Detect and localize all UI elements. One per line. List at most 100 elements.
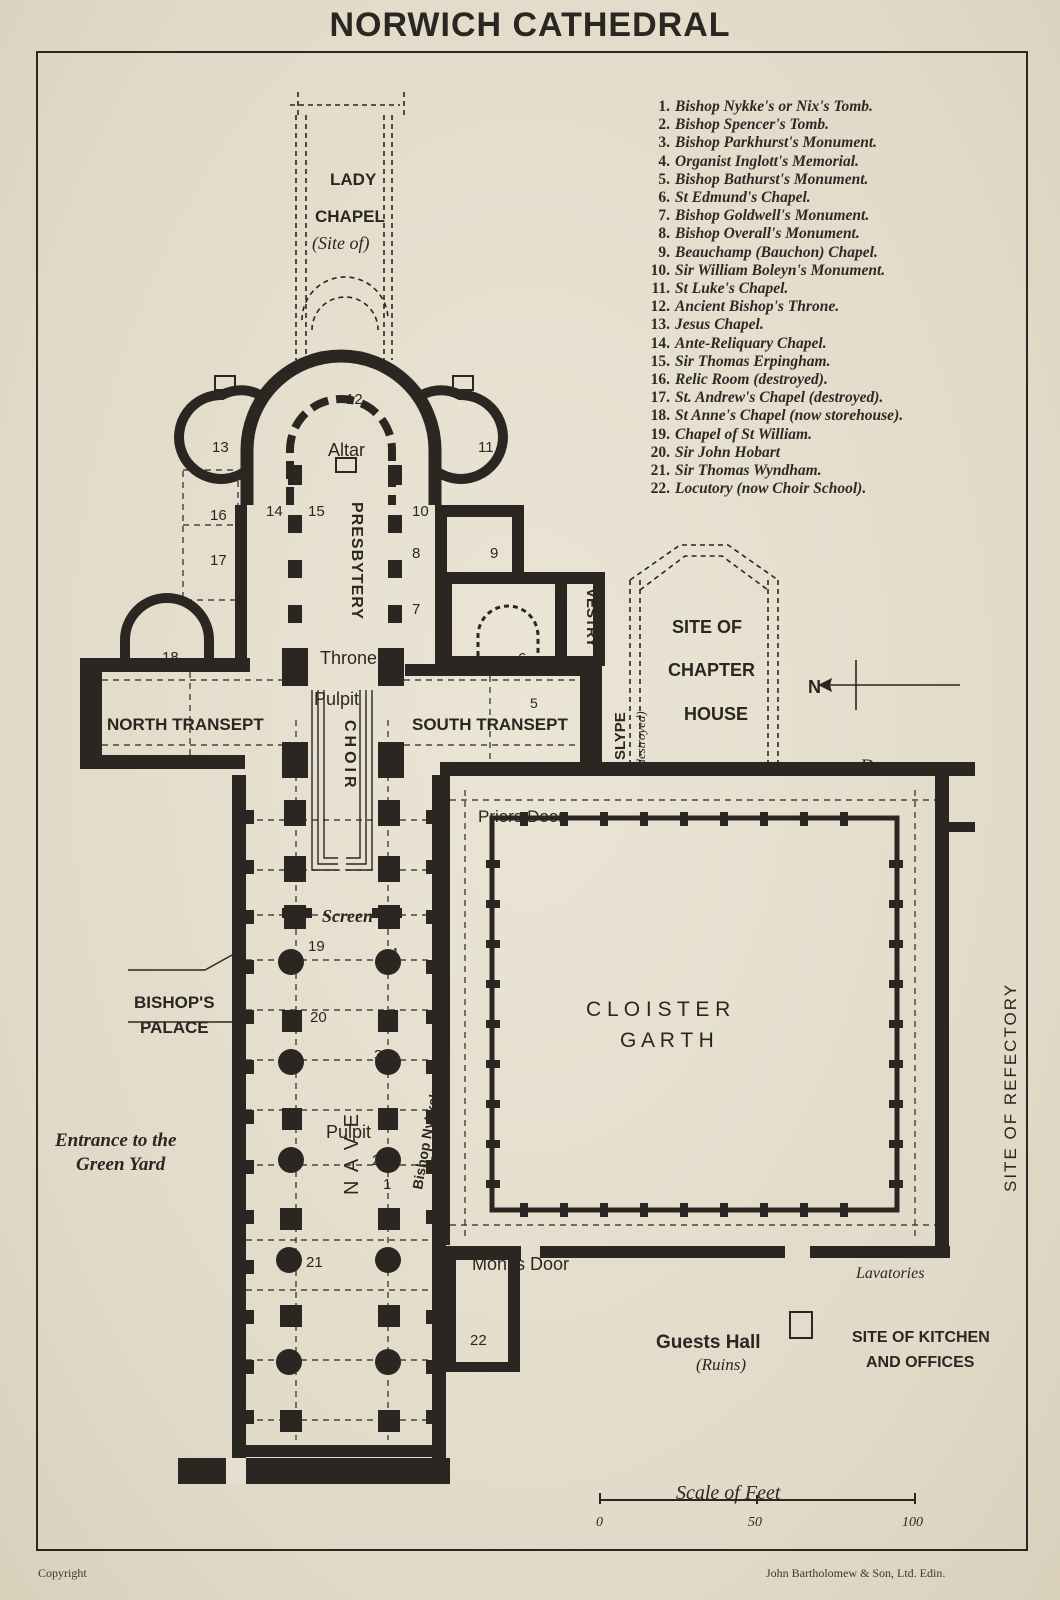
label-chapter-house-2: CHAPTER bbox=[668, 660, 755, 680]
plan-number-11: 11 bbox=[478, 439, 494, 456]
label-kitchen-2: AND OFFICES bbox=[866, 1354, 975, 1371]
credit-copyright: Copyright bbox=[38, 1566, 87, 1580]
legend-item: 5.Bishop Bathurst's Monument. bbox=[636, 171, 1016, 189]
plan-number-8: 8 bbox=[412, 545, 420, 562]
legend-item: 16.Relic Room (destroyed). bbox=[636, 371, 1016, 389]
label-bishops-palace-1: BISHOP'S bbox=[134, 993, 215, 1012]
chapel-13-altar bbox=[214, 375, 236, 391]
label-bishop-nykkes-chapel-2: Chapel bbox=[427, 1117, 451, 1166]
cloister-piers bbox=[486, 812, 903, 1217]
plan-number-12: 12 bbox=[346, 391, 363, 408]
legend-item: 21.Sir Thomas Wyndham. bbox=[636, 462, 1016, 480]
legend-text: Sir Thomas Wyndham. bbox=[675, 462, 822, 480]
legend-item: 14.Ante-Reliquary Chapel. bbox=[636, 335, 1016, 353]
legend-text: Organist Inglott's Memorial. bbox=[675, 152, 859, 170]
legend-item: 19.Chapel of St William. bbox=[636, 426, 1016, 444]
legend-item: 18.St Anne's Chapel (now storehouse). bbox=[636, 407, 1016, 425]
legend-item: 9. Beauchamp (Bauchon) Chapel. bbox=[636, 244, 1016, 262]
legend-text: Beauchamp (Bauchon) Chapel. bbox=[675, 243, 878, 261]
legend-item: 12. Ancient Bishop's Throne. bbox=[636, 298, 1016, 316]
legend-text: Bishop Nykke's or Nix's Tomb. bbox=[675, 98, 873, 115]
legend-item: 11. St Luke's Chapel. bbox=[636, 280, 1016, 298]
legend-number: 12. bbox=[650, 298, 670, 316]
label-nave: N A V E bbox=[341, 1112, 363, 1195]
chapter-house-outline bbox=[629, 544, 779, 765]
plan-number-20: 20 bbox=[310, 1009, 327, 1026]
label-lady-chapel-2: CHAPEL bbox=[315, 207, 385, 226]
legend-number: 9. bbox=[658, 243, 670, 261]
legend-number: 5. bbox=[658, 170, 670, 188]
label-south-transept: SOUTH TRANSEPT bbox=[412, 715, 568, 734]
plan-number-13: 13 bbox=[212, 439, 229, 456]
legend-text: Ancient Bishop's Throne. bbox=[675, 298, 840, 316]
plan-number-7: 7 bbox=[412, 601, 420, 618]
apse-walls bbox=[120, 349, 540, 660]
label-scale-title: Scale of Feet bbox=[676, 1482, 781, 1504]
legend-text: St Anne's Chapel (now storehouse). bbox=[675, 407, 904, 425]
legend-number: 7. bbox=[658, 207, 670, 225]
legend-number: 15. bbox=[650, 352, 670, 370]
label-chapter-house-3: HOUSE bbox=[684, 704, 748, 724]
legend-item: 7.Bishop Goldwell's Monument. bbox=[636, 207, 1016, 225]
scale-bar bbox=[599, 1493, 916, 1504]
label-screen: Screen bbox=[322, 906, 373, 926]
label-bishops-palace-2: PALACE bbox=[140, 1018, 209, 1037]
legend-text: St Edmund's Chapel. bbox=[675, 189, 811, 207]
label-pulpit-nave: Pulpit bbox=[326, 1122, 371, 1142]
label-pulpit-choir: Pulpit bbox=[314, 689, 359, 709]
plan-labels: LADY CHAPEL (Site of) Altar PRESBYTERY T… bbox=[54, 170, 1020, 1530]
label-cloister-2: G A R T H bbox=[620, 1029, 714, 1052]
credit-publisher: John Bartholomew & Son, Ltd. Edin. bbox=[766, 1566, 946, 1580]
legend-text: Bishop Overall's Monument. bbox=[675, 225, 860, 243]
legend-text: Sir William Boleyn's Monument. bbox=[675, 261, 886, 279]
label-slype: SLYPE bbox=[612, 712, 629, 760]
legend-number: 19. bbox=[650, 425, 670, 443]
label-vestry: VESTRY bbox=[583, 588, 600, 647]
plan-number-15: 15 bbox=[308, 503, 325, 520]
cathedral-walls bbox=[80, 505, 975, 1484]
label-cloister-1: C L O I S T E R bbox=[586, 998, 730, 1021]
plan-number-16: 16 bbox=[210, 507, 227, 524]
label-door: Door bbox=[859, 756, 901, 777]
legend-number: 20. bbox=[650, 443, 670, 461]
nave-piers bbox=[276, 465, 402, 1432]
legend-number: 6. bbox=[658, 189, 670, 207]
label-presbytery: PRESBYTERY bbox=[348, 502, 365, 620]
legend-text: St Luke's Chapel. bbox=[675, 280, 789, 298]
legend-number: 11. bbox=[651, 280, 670, 298]
label-guests-hall: Guests Hall bbox=[656, 1332, 761, 1353]
legend-number: 22. bbox=[650, 480, 670, 498]
map-title: NORWICH CATHEDRAL bbox=[329, 6, 731, 44]
legend-number: 2. bbox=[658, 116, 670, 134]
plan-number-10: 10 bbox=[412, 503, 429, 520]
legend-item: 15.Sir Thomas Erpingham. bbox=[636, 353, 1016, 371]
legend-item: 22.Locutory (now Choir School). bbox=[636, 480, 1016, 498]
wall-buttresses bbox=[236, 810, 442, 1424]
legend-item: 1. Bishop Nykke's or Nix's Tomb. bbox=[636, 98, 1016, 116]
plan-number-2: 2 bbox=[372, 1152, 380, 1169]
legend-item: 6. St Edmund's Chapel. bbox=[636, 189, 1016, 207]
label-altar: Altar bbox=[328, 440, 365, 460]
label-kitchen-1: SITE OF KITCHEN bbox=[852, 1329, 990, 1346]
legend-number: 14. bbox=[650, 334, 670, 352]
plan-number-6: 6 bbox=[518, 650, 526, 667]
altar-symbol bbox=[335, 457, 357, 473]
legend-item: 13.Jesus Chapel. bbox=[636, 316, 1016, 334]
plan-number-1: 1 bbox=[383, 1176, 391, 1193]
legend: 1.Bishop Nykke's or Nix's Tomb.2.Bishop … bbox=[636, 98, 1016, 498]
legend-text: Relic Room (destroyed). bbox=[675, 371, 828, 389]
label-chapter-house-1: SITE OF bbox=[672, 617, 742, 637]
label-refectory: SITE OF REFECTORY bbox=[1001, 983, 1020, 1192]
legend-number: 8. bbox=[658, 225, 670, 243]
guests-hall-symbol bbox=[789, 1311, 813, 1339]
legend-text: Bishop Parkhurst's Monument. bbox=[675, 134, 878, 152]
legend-text: Jesus Chapel. bbox=[675, 316, 764, 334]
legend-item: 3.Bishop Parkhurst's Monument. bbox=[636, 134, 1016, 152]
legend-number: 1. bbox=[658, 98, 670, 115]
label-choir: CHOIR bbox=[341, 720, 358, 792]
plan-number-14: 14 bbox=[266, 503, 283, 520]
legend-item: 17.St. Andrew's Chapel (destroyed). bbox=[636, 389, 1016, 407]
legend-item: 2.Bishop Spencer's Tomb. bbox=[636, 116, 1016, 134]
